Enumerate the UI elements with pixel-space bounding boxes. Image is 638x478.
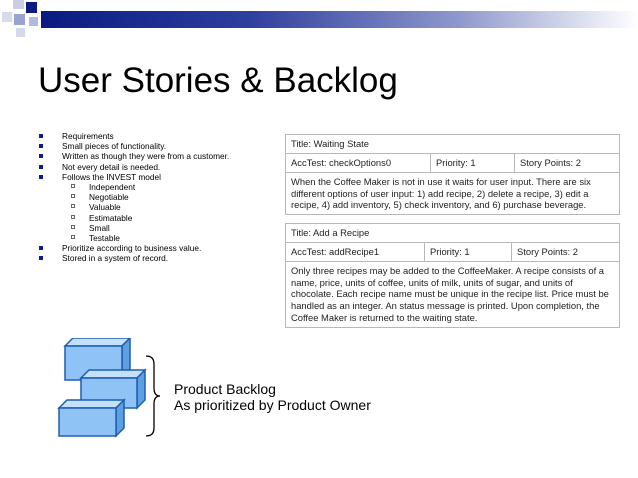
bullet-text: Small pieces of functionality. bbox=[62, 141, 167, 152]
deco-square bbox=[13, 0, 24, 9]
bullet-text: Prioritize according to business value. bbox=[62, 243, 202, 254]
square-bullet-icon bbox=[39, 246, 43, 251]
story-title-row: Title: Add a Recipe bbox=[286, 224, 619, 243]
story-description-row: Only three recipes may be added to the C… bbox=[286, 262, 619, 327]
story-title: Title: Add a Recipe bbox=[291, 227, 370, 238]
story-description: Only three recipes may be added to the C… bbox=[291, 265, 609, 323]
block-bottom bbox=[57, 398, 126, 438]
square-bullet-icon bbox=[39, 154, 43, 159]
story-meta-row: AccTest: checkOptions0 Priority: 1 Story… bbox=[286, 154, 619, 173]
backlog-title: Product Backlog bbox=[174, 381, 276, 397]
backlog-caption: Product Backlog As prioritized by Produc… bbox=[174, 381, 371, 413]
bullet-text: Stored in a system of record. bbox=[62, 253, 169, 264]
bullet-item: Requirements bbox=[38, 131, 229, 141]
story-title: Title: Waiting State bbox=[291, 138, 369, 149]
sub-bullet-item: Testable bbox=[38, 233, 229, 243]
story-points: Story Points: 2 bbox=[511, 243, 619, 261]
bullet-text: Requirements bbox=[62, 131, 114, 141]
sub-bullet-item: Independent bbox=[38, 182, 229, 192]
square-bullet-icon bbox=[39, 174, 43, 179]
deco-square bbox=[26, 2, 37, 13]
hollow-square-bullet-icon bbox=[71, 204, 75, 209]
square-bullet-icon bbox=[39, 256, 43, 261]
backlog-subtitle: As prioritized by Product Owner bbox=[174, 397, 371, 413]
hollow-square-bullet-icon bbox=[71, 194, 75, 199]
hollow-square-bullet-icon bbox=[71, 184, 75, 189]
sub-bullet-text: Valuable bbox=[89, 202, 121, 213]
sub-bullet-text: Estimatable bbox=[89, 212, 133, 223]
story-description-row: When the Coffee Maker is not in use it w… bbox=[286, 173, 619, 214]
bullet-item: Written as though they were from a custo… bbox=[38, 151, 229, 161]
bullet-item: Follows the INVEST model bbox=[38, 172, 229, 182]
story-priority: Priority: 1 bbox=[430, 154, 514, 172]
sub-bullet-text: Independent bbox=[89, 182, 136, 193]
header-gradient-bar bbox=[41, 11, 638, 28]
sub-bullet-text: Negotiable bbox=[89, 192, 129, 203]
deco-square bbox=[14, 14, 25, 25]
story-acctest: AccTest: addRecipe1 bbox=[291, 246, 380, 257]
sub-bullet-item: Estimatable bbox=[38, 213, 229, 223]
hollow-square-bullet-icon bbox=[71, 224, 75, 229]
hollow-square-bullet-icon bbox=[71, 235, 75, 240]
story-meta-row: AccTest: addRecipe1 Priority: 1 Story Po… bbox=[286, 243, 619, 262]
bullet-item: Prioritize according to business value. bbox=[38, 243, 229, 253]
curly-brace bbox=[145, 355, 161, 437]
bullet-item: Not every detail is needed. bbox=[38, 162, 229, 172]
bullet-text: Written as though they were from a custo… bbox=[62, 151, 230, 162]
square-bullet-icon bbox=[39, 144, 43, 149]
sub-bullet-text: Small bbox=[89, 222, 110, 233]
story-acctest: AccTest: checkOptions0 bbox=[291, 157, 392, 168]
bullet-text: Not every detail is needed. bbox=[62, 161, 161, 172]
story-card: Title: Waiting State AccTest: checkOptio… bbox=[285, 134, 620, 216]
square-bullet-icon bbox=[39, 164, 43, 169]
deco-square bbox=[29, 17, 38, 26]
story-description: When the Coffee Maker is not in use it w… bbox=[291, 176, 591, 211]
sub-bullet-item: Valuable bbox=[38, 202, 229, 212]
header-decoration bbox=[0, 0, 638, 40]
story-title-row: Title: Waiting State bbox=[286, 135, 619, 154]
hollow-square-bullet-icon bbox=[71, 214, 75, 219]
slide-title: User Stories & Backlog bbox=[38, 61, 398, 100]
square-bullet-icon bbox=[39, 134, 43, 138]
deco-square bbox=[16, 28, 25, 37]
bullet-text: Follows the INVEST model bbox=[62, 171, 161, 182]
bullet-item: Stored in a system of record. bbox=[38, 253, 229, 263]
backlog-blocks-illustration bbox=[57, 338, 147, 438]
sub-bullet-item: Negotiable bbox=[38, 192, 229, 202]
sub-bullet-item: Small bbox=[38, 223, 229, 233]
deco-square bbox=[2, 12, 12, 22]
story-points: Story Points: 2 bbox=[514, 154, 619, 172]
story-priority: Priority: 1 bbox=[424, 243, 511, 261]
sub-bullet-text: Testable bbox=[89, 233, 120, 244]
story-card: Title: Add a Recipe AccTest: addRecipe1 … bbox=[285, 223, 620, 328]
bullet-item: Small pieces of functionality. bbox=[38, 141, 229, 151]
